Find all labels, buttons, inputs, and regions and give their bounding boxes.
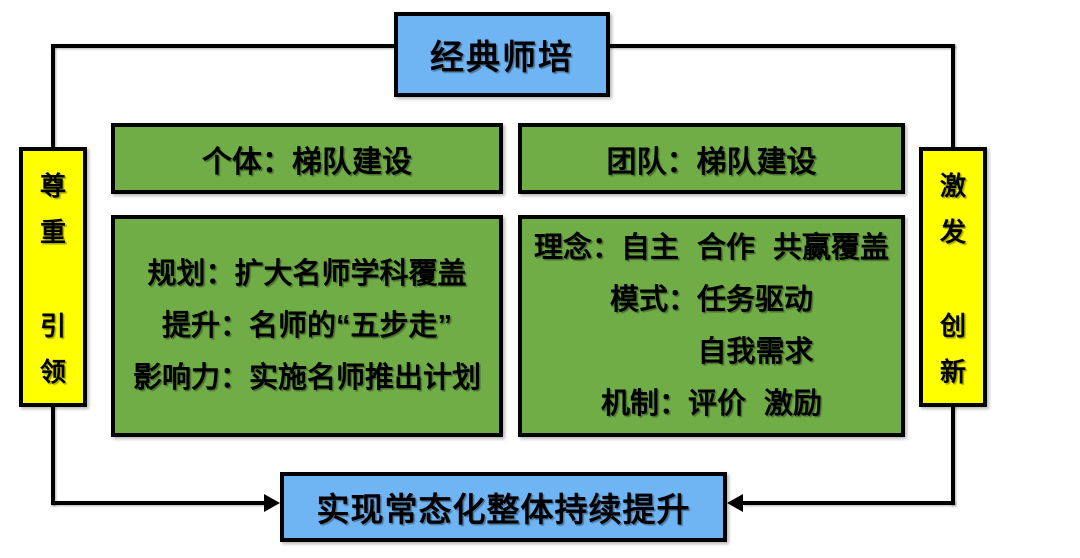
team-detail-line: 自我需求	[697, 336, 814, 368]
right-bar-inspire-innovate: 激 发 创 新	[919, 147, 987, 407]
bottom-node-continuous-improvement: 实现常态化整体持续提升	[280, 472, 727, 542]
connector-right-vertical-upper	[951, 44, 955, 149]
top-node-classic-teacher-training: 经典师培	[394, 12, 610, 97]
arrow-left-icon	[727, 494, 743, 512]
left-bar-char: 引	[39, 311, 66, 341]
individual-detail-line: 影响力：实施名师推出计划	[132, 362, 481, 394]
left-bar-char: 重	[39, 217, 66, 247]
bottom-node-label: 实现常态化整体持续提升	[316, 491, 691, 528]
individual-header-node: 个体：梯队建设	[111, 123, 503, 194]
individual-detail-node: 规划：扩大名师学科覆盖 提升：名师的“五步走” 影响力：实施名师推出计划	[111, 215, 503, 437]
individual-header-label: 个体：梯队建设	[202, 145, 412, 179]
team-header-node: 团队：梯队建设	[518, 123, 905, 194]
team-detail-line: 机制：评价 激励	[600, 388, 823, 420]
team-detail-node: 理念：自主 合作 共赢覆盖 模式：任务驱动 自我需求 机制：评价 激励	[518, 215, 905, 437]
left-bar-char: 尊	[39, 171, 66, 201]
left-bar-char: 领	[39, 357, 66, 387]
connector-bottom-left-horizontal	[51, 501, 264, 505]
right-bar-char: 激	[939, 171, 966, 201]
top-node-label: 经典师培	[430, 39, 574, 77]
arrow-right-icon	[264, 494, 280, 512]
connector-top-left-horizontal	[51, 44, 396, 48]
team-detail-line: 理念：自主 合作 共赢覆盖	[533, 232, 890, 264]
left-bar-respect-lead: 尊 重 引 领	[19, 147, 87, 407]
team-header-label: 团队：梯队建设	[606, 145, 817, 179]
right-bar-char: 创	[939, 311, 966, 341]
individual-detail-line: 提升：名师的“五步走”	[161, 310, 452, 342]
individual-detail-line: 规划：扩大名师学科覆盖	[147, 258, 467, 290]
team-detail-line: 模式：任务驱动	[609, 284, 813, 316]
connector-right-vertical-lower	[951, 405, 955, 505]
connector-top-right-horizontal	[608, 44, 955, 48]
connector-bottom-right-horizontal	[743, 501, 955, 505]
connector-left-vertical-lower	[51, 405, 55, 505]
connector-left-vertical-upper	[51, 44, 55, 149]
right-bar-char: 新	[939, 357, 966, 387]
right-bar-char: 发	[939, 217, 966, 247]
